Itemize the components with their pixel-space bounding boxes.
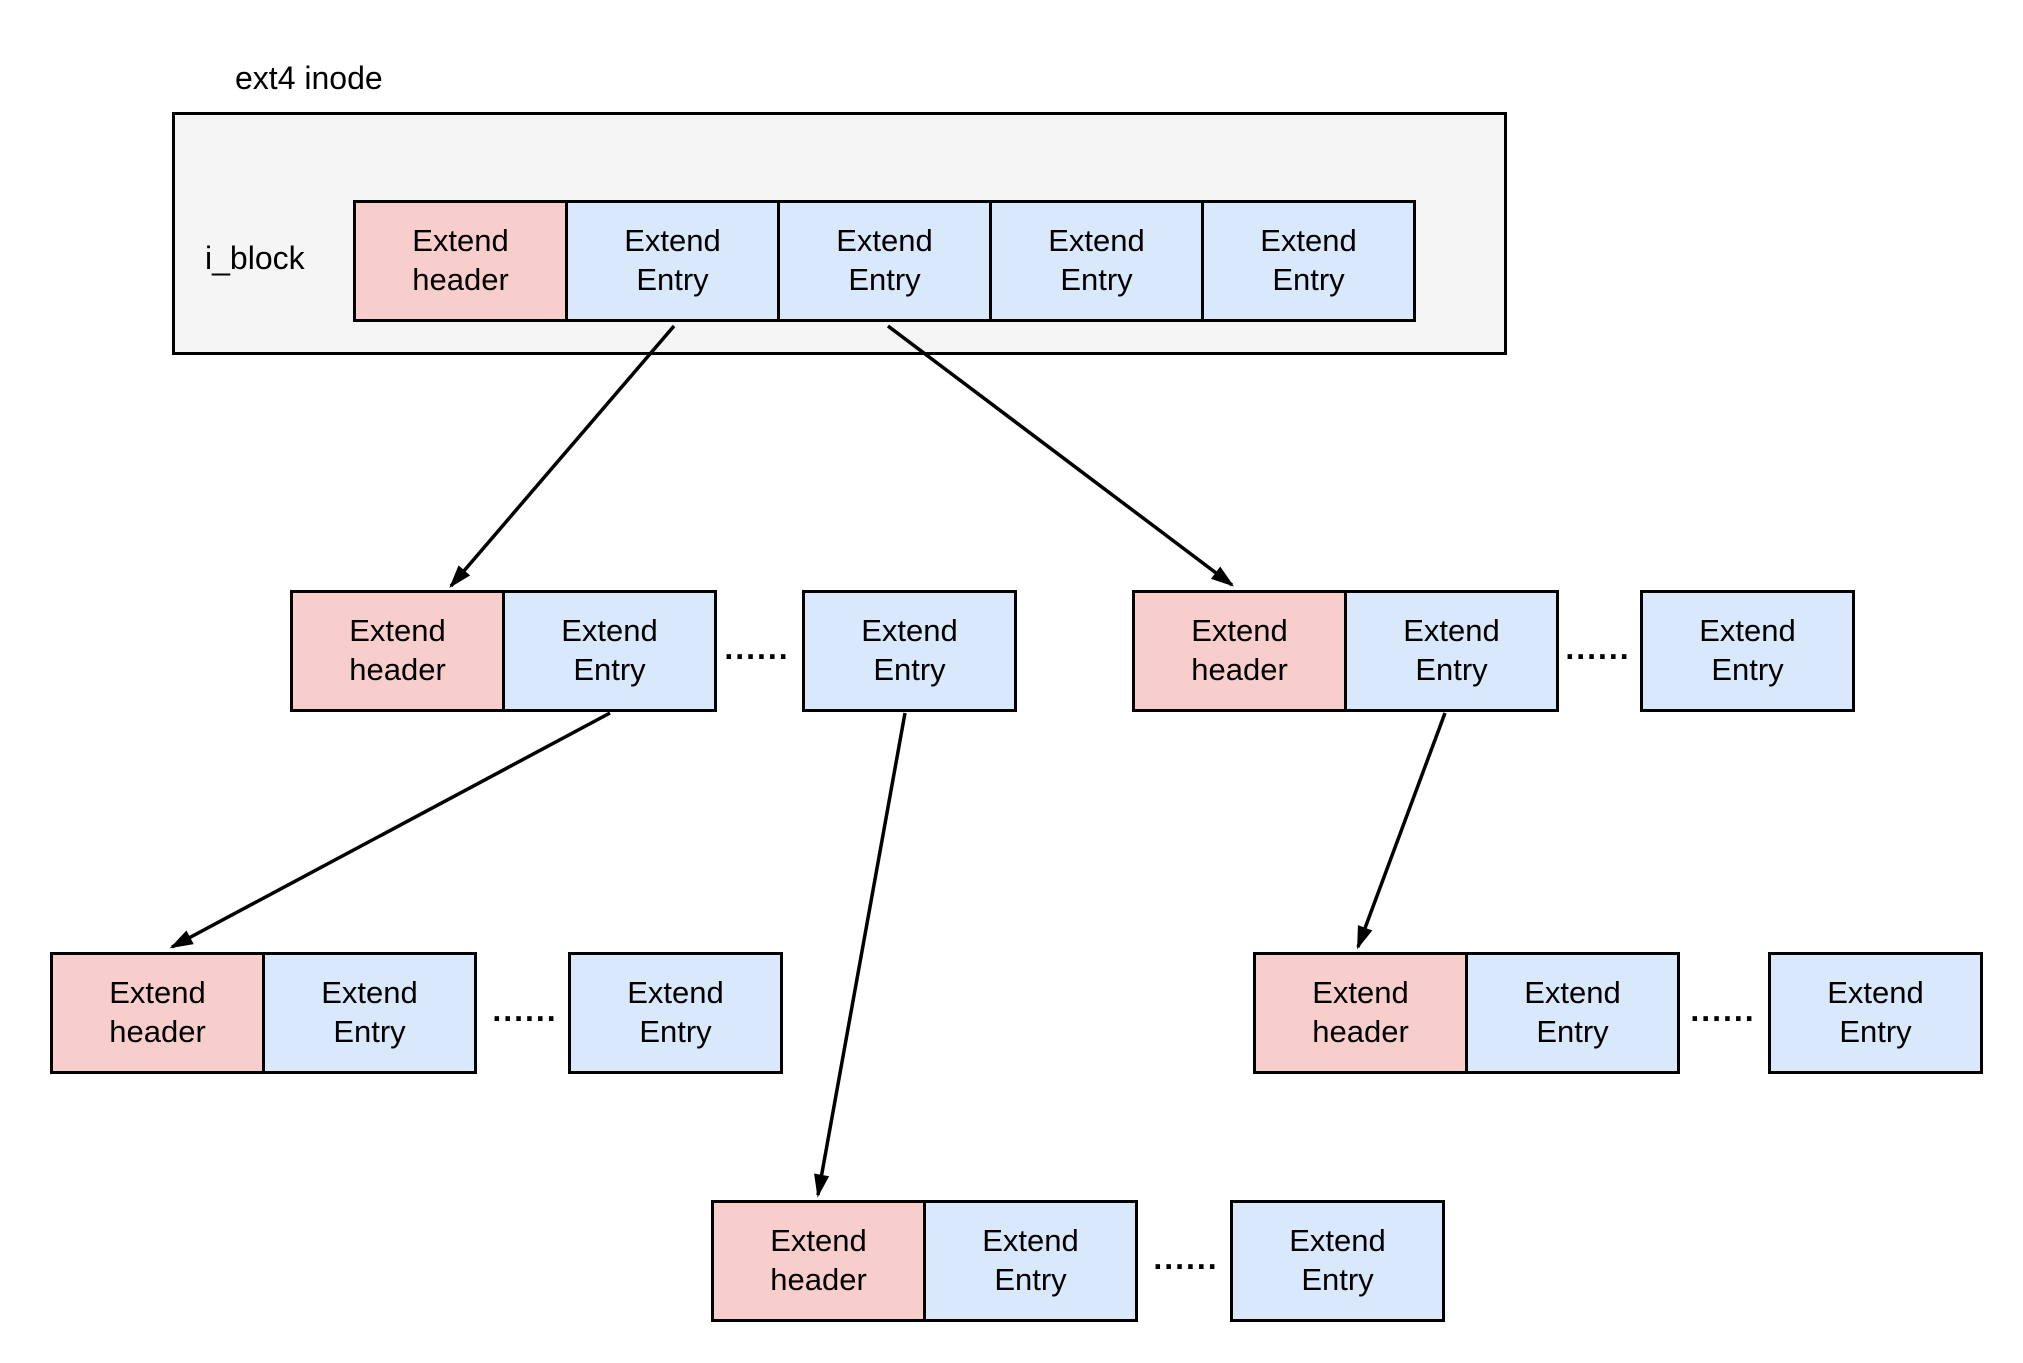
extent-entry-box: Extend Entry <box>262 952 477 1074</box>
arrow-entry2-to-index-right <box>886 324 1235 587</box>
index-node-left-tail: Extend Entry <box>802 590 1017 712</box>
extent-header-box: Extend header <box>1253 952 1468 1074</box>
arrow-indexleft-to-leaf-left <box>169 711 611 949</box>
extent-header-box: Extend header <box>50 952 265 1074</box>
index-node-right-tail: Extend Entry <box>1640 590 1855 712</box>
extent-entry-box: Extend Entry <box>777 200 992 322</box>
extent-header-box: Extend header <box>711 1200 926 1322</box>
leaf-node-right-tail: Extend Entry <box>1768 952 1983 1074</box>
leaf-node-left-ellipsis: ...... <box>492 992 558 1028</box>
extent-entry-box: Extend Entry <box>1465 952 1680 1074</box>
extent-entry-box: Extend Entry <box>1344 590 1559 712</box>
extent-header-box: Extend header <box>353 200 568 322</box>
extent-entry-box: Extend Entry <box>1230 1200 1445 1322</box>
extent-entry-box: Extend Entry <box>568 952 783 1074</box>
extent-entry-box: Extend Entry <box>989 200 1204 322</box>
extent-header-box: Extend header <box>290 590 505 712</box>
leaf-node-center-tail: Extend Entry <box>1230 1200 1445 1322</box>
iblock-label: i_block <box>205 240 305 276</box>
index-node-left-ellipsis: ...... <box>724 630 790 666</box>
arrow-indextail-to-leaf-center <box>814 712 907 1198</box>
leaf-node-center-ellipsis: ...... <box>1153 1240 1219 1276</box>
ext4-inode-label: ext4 inode <box>235 60 383 96</box>
leaf-node-left-tail: Extend Entry <box>568 952 783 1074</box>
extent-entry-box: Extend Entry <box>923 1200 1138 1322</box>
arrow-entry1-to-index-left <box>449 324 676 588</box>
extent-entry-box: Extend Entry <box>565 200 780 322</box>
leaf-node-right-ellipsis: ...... <box>1690 992 1756 1028</box>
extent-entry-box: Extend Entry <box>1201 200 1416 322</box>
extent-entry-box: Extend Entry <box>502 590 717 712</box>
extent-header-box: Extend header <box>1132 590 1347 712</box>
arrow-indexright-to-leaf-right <box>1356 712 1447 950</box>
extent-entry-box: Extend Entry <box>1640 590 1855 712</box>
extent-entry-box: Extend Entry <box>802 590 1017 712</box>
extent-entry-box: Extend Entry <box>1768 952 1983 1074</box>
index-node-right-ellipsis: ...... <box>1565 630 1631 666</box>
